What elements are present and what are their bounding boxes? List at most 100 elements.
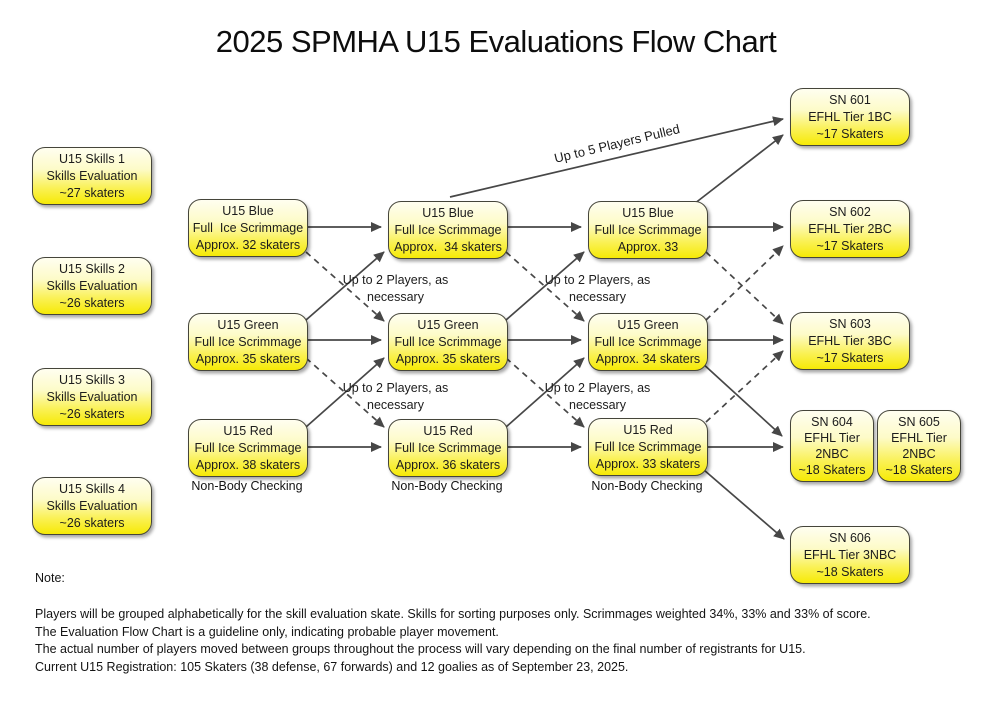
node-count: Approx. 36 skaters — [395, 457, 501, 472]
note-line-4: Current U15 Registration: 105 Skaters (3… — [35, 659, 629, 674]
flow-node-round1-blue: U15 Blue Full Ice Scrimmage Approx. 32 s… — [188, 199, 308, 257]
node-line3: 2NBC — [902, 447, 936, 461]
node-subtitle: EFHL Tier 2BC — [808, 221, 892, 236]
edge-label-line2: necessary — [367, 398, 424, 412]
footnote-round3-nbc: Non-Body Checking — [591, 479, 703, 493]
edge-r2red-r3green — [505, 357, 585, 428]
edge-label-line1: Up to 2 Players, as — [342, 381, 449, 395]
node-subtitle: Skills Evaluation — [46, 278, 138, 293]
node-count: ~18 Skaters — [798, 463, 866, 477]
flow-node-sn602: SN 602 EFHL Tier 2BC ~17 Skaters — [790, 200, 910, 258]
flow-node-skills-1: U15 Skills 1 Skills Evaluation ~27 skate… — [32, 147, 152, 205]
node-subtitle: Full Ice Scrimmage — [594, 222, 702, 237]
footnote-round2-nbc: Non-Body Checking — [391, 479, 503, 493]
flow-node-skills-4: U15 Skills 4 Skills Evaluation ~26 skate… — [32, 477, 152, 535]
note-line-1: Players will be grouped alphabetically f… — [35, 607, 871, 621]
node-subtitle: EFHL Tier — [804, 431, 860, 445]
node-count: Approx. 34 skaters — [595, 351, 701, 366]
node-count: ~26 skaters — [59, 406, 125, 421]
node-title: U15 Green — [417, 317, 479, 332]
flow-node-round2-red: U15 Red Full Ice Scrimmage Approx. 36 sk… — [388, 419, 508, 477]
node-subtitle: Skills Evaluation — [46, 498, 138, 513]
node-title: SN 603 — [829, 316, 871, 331]
edge-label-up2-r1-lower: Up to 2 Players, as necessary — [333, 380, 458, 414]
edge-label-up2-r2-upper: Up to 2 Players, as necessary — [535, 272, 660, 306]
node-title: U15 Green — [617, 317, 679, 332]
note-heading: Note: — [35, 571, 65, 585]
node-count: Approx. 33 — [617, 239, 679, 254]
node-title: U15 Blue — [622, 205, 674, 220]
node-subtitle: Full Ice Scrimmage — [594, 439, 702, 454]
node-title: SN 605 — [898, 415, 940, 429]
node-count: ~17 Skaters — [816, 350, 884, 365]
edge-r1green-r2blue — [305, 251, 385, 321]
note-body: Players will be grouped alphabetically f… — [35, 606, 975, 676]
node-count: ~27 skaters — [59, 185, 125, 200]
flow-node-sn603: SN 603 EFHL Tier 3BC ~17 Skaters — [790, 312, 910, 370]
node-count: ~18 Skaters — [885, 463, 953, 477]
flow-node-sn601: SN 601 EFHL Tier 1BC ~17 Skaters — [790, 88, 910, 146]
node-count: Approx. 34 skaters — [394, 239, 502, 254]
flow-node-sn606: SN 606 EFHL Tier 3NBC ~18 Skaters — [790, 526, 910, 584]
edge-r2blue-sn601 — [449, 116, 784, 198]
node-count: ~17 Skaters — [816, 126, 884, 141]
edge-label-line2: necessary — [367, 290, 424, 304]
edge-label-line2: necessary — [569, 290, 626, 304]
node-count: Approx. 33 skaters — [595, 456, 701, 471]
node-subtitle: Full Ice Scrimmage — [394, 222, 502, 237]
node-subtitle: Full Ice Scrimmage — [194, 440, 302, 455]
note-line-3: The actual number of players moved betwe… — [35, 642, 806, 656]
node-subtitle: EFHL Tier — [891, 431, 947, 445]
edge-r2green-r3blue — [505, 251, 585, 321]
node-title: U15 Red — [223, 423, 273, 438]
flow-node-round1-red: U15 Red Full Ice Scrimmage Approx. 38 sk… — [188, 419, 308, 477]
edge-label-line1: Up to 2 Players, as — [544, 381, 651, 395]
edge-r3red-sn603 — [705, 350, 784, 423]
edge-label-up2-r2-lower: Up to 2 Players, as necessary — [535, 380, 660, 414]
page-title: 2025 SPMHA U15 Evaluations Flow Chart — [215, 24, 777, 59]
node-title: U15 Blue — [222, 203, 274, 218]
edge-label-line1: Up to 2 Players, as — [544, 273, 651, 287]
node-title: U15 Blue — [422, 205, 474, 220]
edge-r3blue-sn603 — [705, 251, 784, 325]
edge-r3green-sn604 — [700, 361, 783, 437]
flow-node-round3-green: U15 Green Full Ice Scrimmage Approx. 34 … — [588, 313, 708, 371]
node-count: Approx. 35 skaters — [395, 351, 501, 366]
node-title: U15 Red — [423, 423, 473, 438]
node-subtitle: Full Ice Scrimmage — [394, 440, 502, 455]
node-subtitle: Skills Evaluation — [46, 389, 138, 404]
flow-node-skills-3: U15 Skills 3 Skills Evaluation ~26 skate… — [32, 368, 152, 426]
edge-r3green-sn602 — [705, 245, 784, 321]
node-count: ~26 skaters — [59, 295, 125, 310]
node-title: SN 602 — [829, 204, 871, 219]
edge-r3red-sn606 — [703, 469, 785, 540]
node-subtitle: EFHL Tier 1BC — [808, 109, 892, 124]
node-subtitle: Full Ice Scrimmage — [394, 334, 502, 349]
edge-label-line2: necessary — [569, 398, 626, 412]
node-count: Approx. 38 skaters — [195, 457, 301, 472]
node-title: U15 Skills 3 — [59, 372, 125, 387]
node-count: Approx. 35 skaters — [195, 351, 301, 366]
node-subtitle: Full Ice Scrimmage — [192, 220, 304, 235]
node-title: SN 606 — [829, 530, 871, 545]
node-title: U15 Red — [623, 422, 673, 437]
node-line3: 2NBC — [815, 447, 849, 461]
node-subtitle: Full Ice Scrimmage — [594, 334, 702, 349]
node-title: U15 Skills 2 — [59, 261, 125, 276]
node-title: U15 Skills 4 — [59, 481, 125, 496]
node-title: U15 Green — [217, 317, 279, 332]
flow-node-round3-red: U15 Red Full Ice Scrimmage Approx. 33 sk… — [588, 418, 708, 476]
node-count: ~17 Skaters — [816, 238, 884, 253]
note-line-2: The Evaluation Flow Chart is a guideline… — [35, 624, 499, 639]
footnote-round1-nbc: Non-Body Checking — [191, 479, 303, 493]
flow-node-skills-2: U15 Skills 2 Skills Evaluation ~26 skate… — [32, 257, 152, 315]
node-title: U15 Skills 1 — [59, 151, 125, 166]
flow-node-sn604: SN 604 EFHL Tier 2NBC ~18 Skaters — [790, 410, 874, 482]
edge-label-line1: Up to 2 Players, as — [342, 273, 449, 287]
node-count: ~18 Skaters — [816, 564, 884, 579]
node-subtitle: EFHL Tier 3NBC — [803, 547, 897, 562]
node-count: ~26 skaters — [59, 515, 125, 530]
flow-node-round1-green: U15 Green Full Ice Scrimmage Approx. 35 … — [188, 313, 308, 371]
